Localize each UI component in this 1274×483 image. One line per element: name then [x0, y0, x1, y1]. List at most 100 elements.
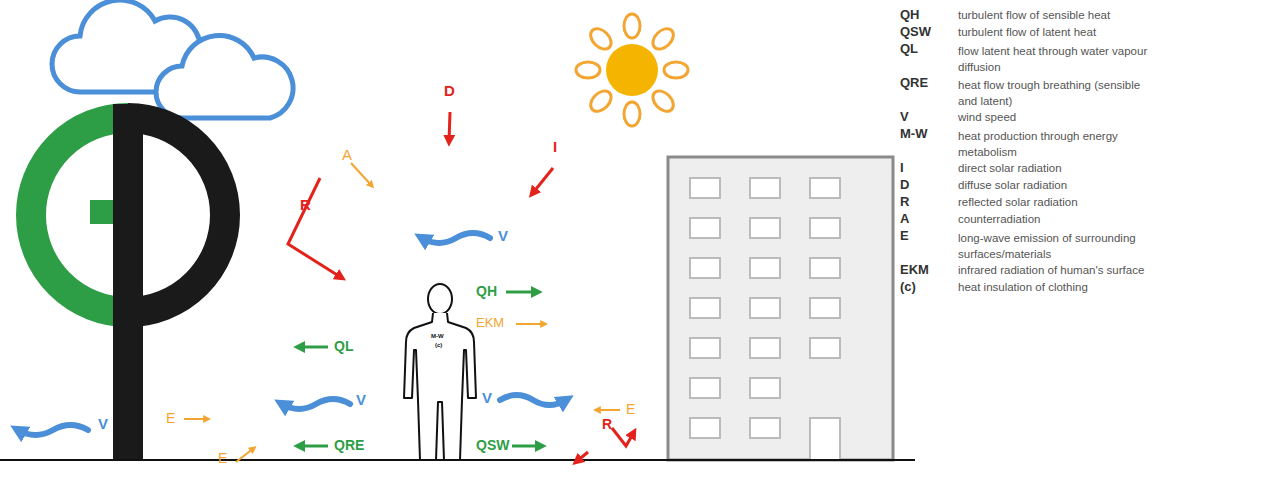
heat-flow-label: QL	[334, 338, 353, 354]
legend-description: direct solar radiation	[958, 162, 1062, 175]
logo-stem	[113, 104, 143, 460]
wind-label: V	[482, 389, 492, 406]
legend-description: heat insulation of clothing	[958, 281, 1088, 294]
diffuse-radiation-arrow	[449, 112, 450, 142]
window	[690, 338, 720, 358]
heat-flow-arrow	[506, 291, 538, 294]
window	[690, 298, 720, 318]
legend-description: turbulent flow of sensible heat	[958, 9, 1110, 22]
building	[668, 157, 893, 460]
window	[690, 258, 720, 278]
legend-description: reflected solar radiation	[958, 196, 1078, 209]
legend-symbol: A	[900, 212, 909, 227]
emission-arrow	[516, 323, 545, 325]
window	[690, 218, 720, 238]
reflected-radiation-arrow	[288, 178, 342, 278]
heat-flow-arrow	[298, 346, 328, 349]
window	[750, 418, 780, 438]
radiation-label: A	[342, 146, 352, 163]
legend-description: heat production through energy metabolis…	[958, 128, 1148, 160]
window	[750, 178, 780, 198]
legend-description: diffuse solar radiation	[958, 179, 1067, 192]
window	[750, 378, 780, 398]
sun-ray	[649, 25, 677, 53]
window	[810, 298, 840, 318]
sun-ray	[649, 87, 677, 115]
legend-description: heat flow trough breathing (sensible and…	[958, 77, 1148, 109]
legend-description: wind speed	[958, 111, 1016, 124]
person-head	[428, 284, 452, 314]
wind-label: V	[98, 415, 108, 432]
heat-flow-label: QSW	[476, 437, 509, 453]
legend-description: infrared radiation of human's surface	[958, 264, 1144, 277]
heat-flow-arrow	[298, 445, 328, 448]
wind-label: V	[498, 227, 508, 244]
wind-arrow	[282, 399, 350, 409]
person-body	[404, 313, 476, 460]
sun-ray	[624, 14, 640, 38]
window	[810, 178, 840, 198]
legend-symbol: V	[900, 110, 909, 125]
wind-arrow	[422, 233, 490, 243]
window	[810, 218, 840, 238]
sun-ray	[624, 102, 640, 126]
window	[750, 338, 780, 358]
emission-label: E	[218, 450, 227, 466]
wind-arrow	[18, 425, 88, 435]
emission-arrow	[184, 418, 208, 420]
reflected-radiation-arrow	[612, 428, 634, 446]
wind-arrow	[500, 395, 566, 405]
legend-symbol: QH	[900, 8, 920, 23]
window	[810, 258, 840, 278]
legend-description: turbulent flow of latent heat	[958, 26, 1096, 39]
sun	[576, 14, 688, 126]
emission-label: E	[626, 401, 635, 417]
radiation-label: R	[300, 196, 311, 213]
legend-symbol: M-W	[900, 127, 927, 142]
heat-flow-label: QH	[476, 283, 497, 299]
sun-ray	[587, 87, 615, 115]
sun-disc	[606, 44, 658, 96]
cloud	[156, 35, 293, 118]
radiation-label: I	[553, 138, 557, 155]
radiation-label: D	[444, 82, 455, 99]
reflected-radiation-arrow	[576, 452, 588, 462]
sun-ray	[664, 62, 688, 78]
legend-symbol: QSW	[900, 25, 931, 40]
legend-description: long-wave emission of surrounding surfac…	[958, 230, 1163, 262]
window	[750, 258, 780, 278]
window	[690, 178, 720, 198]
legend-description: flow latent heat through water vapour di…	[958, 43, 1148, 75]
window	[750, 298, 780, 318]
legend-symbol: EKM	[900, 263, 929, 278]
emission-label: EKM	[476, 316, 504, 331]
heat-flow-label: QRE	[334, 437, 364, 453]
windows	[690, 178, 840, 438]
emission-arrow	[596, 409, 620, 411]
legend-symbol: QRE	[900, 76, 928, 91]
emission-label: E	[166, 410, 175, 426]
counterradiation-arrow	[351, 163, 372, 186]
window	[690, 418, 720, 438]
wind-label: V	[356, 391, 366, 408]
legend-symbol: D	[900, 178, 909, 193]
door	[810, 418, 840, 460]
window	[810, 338, 840, 358]
sun-ray	[576, 62, 600, 78]
legend-symbol: R	[900, 195, 909, 210]
window	[750, 218, 780, 238]
window	[690, 378, 720, 398]
shirt-text: (c)	[435, 342, 442, 349]
radiation-label: R	[602, 416, 612, 432]
emission-arrow	[236, 448, 254, 462]
legend-description: counterradiation	[958, 213, 1040, 226]
legend-symbol: E	[900, 229, 909, 244]
legend-symbol: I	[900, 161, 904, 176]
shirt-text: M-W	[431, 333, 444, 340]
wind-arrows	[18, 233, 566, 435]
legend-symbol: QL	[900, 42, 918, 57]
legend-symbol: (c)	[900, 280, 916, 295]
heat-flow-arrow	[512, 445, 542, 448]
